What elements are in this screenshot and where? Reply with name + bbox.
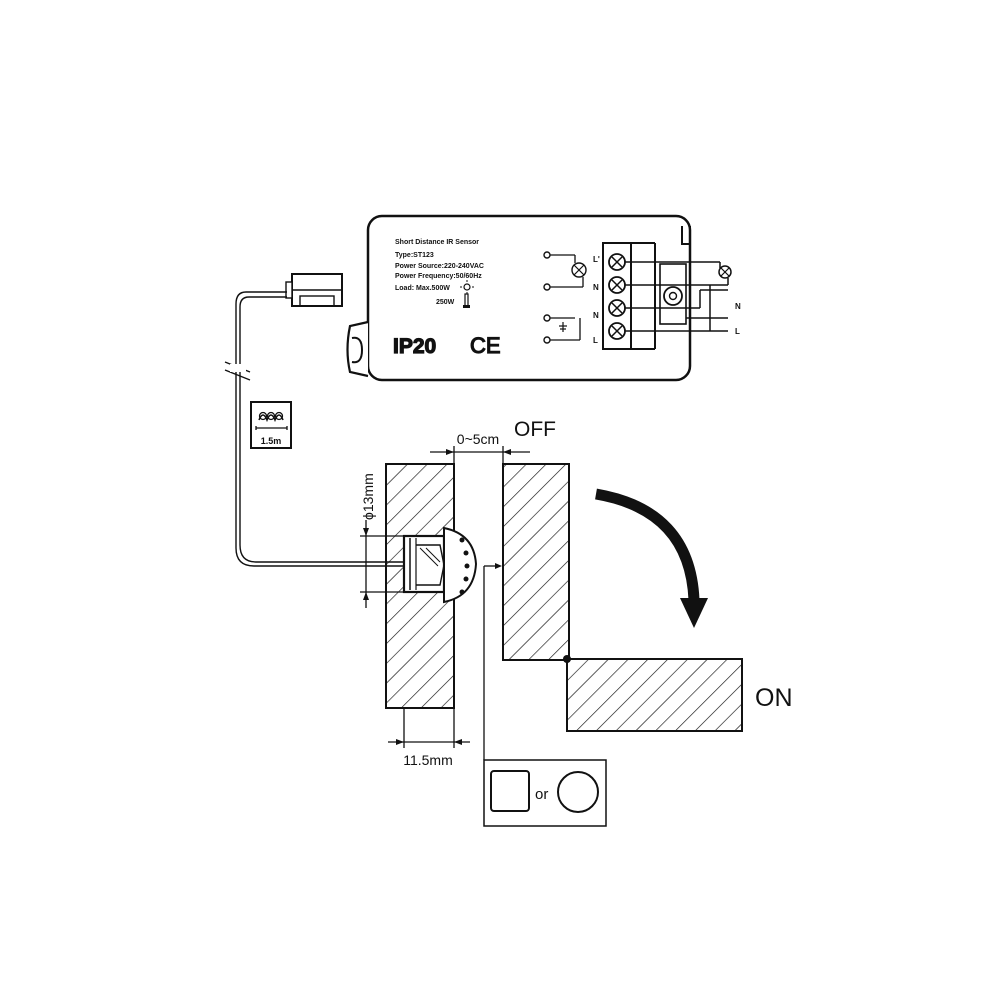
terminal-screw-2	[608, 276, 626, 294]
sensor-cable	[224, 273, 405, 567]
sensor-controller-unit: Short Distance IR Sensor Type:ST123 Powe…	[346, 214, 741, 382]
tube-load-icon	[463, 293, 470, 308]
terminal-screw-4	[608, 322, 626, 340]
external-lamp-icon	[718, 265, 732, 279]
ce-mark: CE	[470, 333, 501, 358]
hole-diameter-dimension: ϕ13mm	[360, 473, 404, 608]
state-off-label: OFF	[514, 418, 556, 441]
device-power-frequency: Power Frequency:50/60Hz	[395, 273, 482, 280]
cable-length-label: 1.5m	[261, 436, 282, 446]
terminal-label-2: N	[593, 283, 599, 292]
round-sensor-option	[557, 771, 599, 813]
cable-length-badge: 1.5m	[250, 401, 292, 449]
hole-diameter-label: ϕ13mm	[360, 473, 376, 520]
mains-label-l: L	[735, 327, 740, 336]
door-open	[563, 655, 743, 732]
device-type: Type:ST123	[395, 252, 434, 259]
device-power-source: Power Source:220-240VAC	[395, 263, 484, 270]
gap-dimension-label: 0~5cm	[457, 431, 499, 447]
lamp-load-icon	[460, 280, 474, 294]
terminal-screw-1	[608, 253, 626, 271]
terminal-screw-3	[608, 299, 626, 317]
detection-leader	[483, 563, 502, 760]
cable-clamp	[659, 263, 687, 325]
ir-sensor-head	[402, 526, 478, 604]
state-on-label: ON	[755, 684, 793, 712]
mains-label-n: N	[735, 302, 741, 311]
terminal-block	[602, 242, 656, 350]
internal-schematic	[543, 251, 587, 344]
panel-thickness-label: 11.5mm	[403, 752, 453, 768]
door-swing-arrow	[595, 488, 708, 628]
option-separator: or	[535, 786, 548, 803]
door-closed	[502, 463, 570, 661]
external-wiring	[625, 261, 729, 332]
ip-rating: IP20	[393, 335, 436, 358]
plug-connector	[285, 273, 343, 307]
sensor-shape-options: or	[483, 759, 607, 827]
device-load-secondary: 250W	[436, 299, 455, 306]
panel-thickness-dimension: 11.5mm	[388, 708, 470, 768]
square-sensor-option	[490, 770, 530, 812]
device-load: Load: Max.500W	[395, 285, 450, 292]
gap-dimension: 0~5cm	[430, 431, 530, 464]
device-title: Short Distance IR Sensor	[395, 239, 479, 246]
terminal-label-1: L'	[593, 255, 600, 264]
terminal-label-3: N	[593, 311, 599, 320]
terminal-label-4: L	[593, 336, 598, 345]
